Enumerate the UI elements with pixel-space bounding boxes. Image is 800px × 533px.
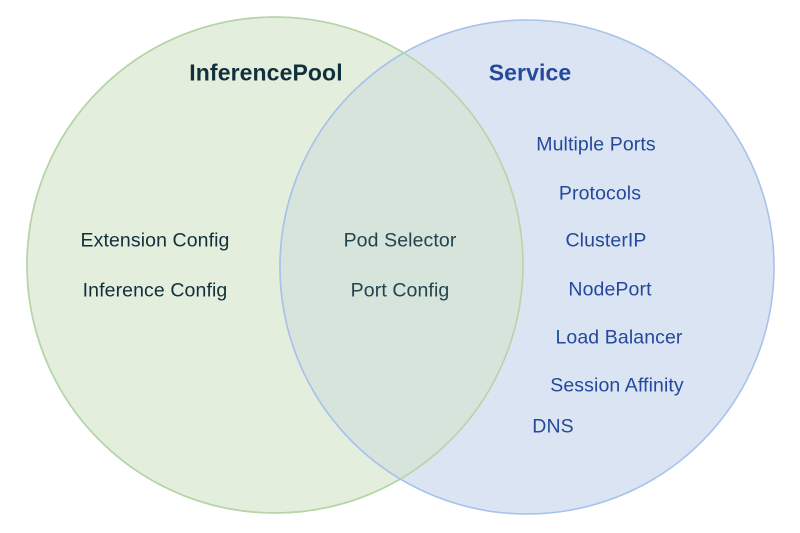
intersection-item-1[interactable]: Port Config xyxy=(350,279,450,302)
service-item-0[interactable]: Multiple Ports xyxy=(536,133,656,156)
service-item-2[interactable]: ClusterIP xyxy=(565,229,647,252)
inferencepool-item-1[interactable]: Inference Config xyxy=(82,279,228,302)
service-item-3[interactable]: NodePort xyxy=(568,278,652,301)
set-title-inferencepool: InferencePool xyxy=(189,59,343,86)
service-item-5[interactable]: Session Affinity xyxy=(550,374,684,397)
set-title-service: Service xyxy=(488,59,572,86)
service-item-1[interactable]: Protocols xyxy=(558,182,642,205)
intersection-item-0[interactable]: Pod Selector xyxy=(343,229,457,252)
service-item-6[interactable]: DNS xyxy=(532,415,574,438)
circle-intersection-region xyxy=(279,19,523,513)
service-item-4[interactable]: Load Balancer xyxy=(555,326,683,349)
circle-inferencepool-outline xyxy=(26,16,524,514)
inferencepool-item-0[interactable]: Extension Config xyxy=(80,229,230,252)
